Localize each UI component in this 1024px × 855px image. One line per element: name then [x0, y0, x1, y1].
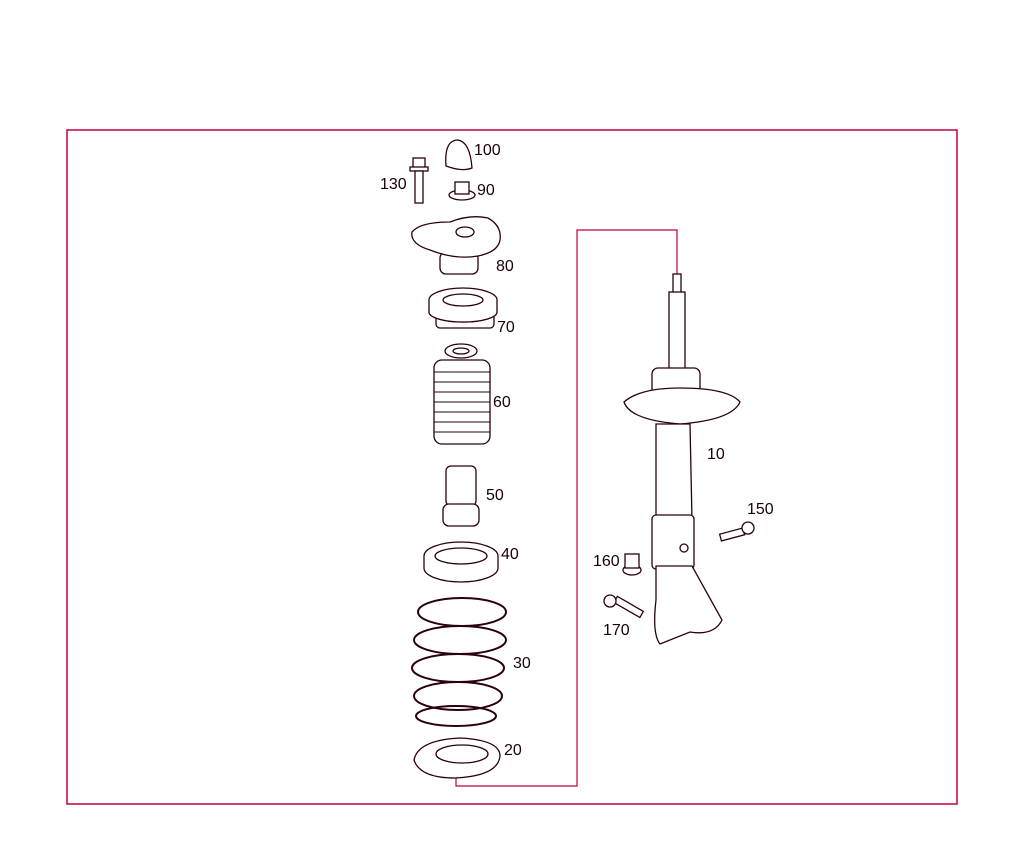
- diagram-frame: [66, 129, 958, 805]
- part-100-cap[interactable]: [445, 139, 473, 171]
- label-70: 70: [497, 319, 515, 336]
- part-50-bump-stop[interactable]: [442, 465, 480, 527]
- label-100: 100: [474, 142, 501, 159]
- label-150: 150: [747, 501, 774, 518]
- label-30: 30: [513, 655, 531, 672]
- part-60-dust-boot[interactable]: [433, 343, 491, 445]
- label-160: 160: [593, 553, 620, 570]
- part-160-nut[interactable]: [622, 553, 642, 576]
- label-60: 60: [493, 394, 511, 411]
- part-40-spring-pad[interactable]: [423, 541, 499, 583]
- label-90: 90: [477, 182, 495, 199]
- part-10-strut[interactable]: [623, 273, 741, 645]
- part-30-coil-spring[interactable]: [411, 597, 507, 727]
- label-10: 10: [707, 446, 725, 463]
- part-170-bolt[interactable]: [603, 594, 645, 619]
- label-130: 130: [380, 176, 407, 193]
- part-70-upper-spring-seat[interactable]: [428, 287, 498, 329]
- label-40: 40: [501, 546, 519, 563]
- part-90-nut[interactable]: [448, 181, 476, 201]
- part-80-strut-mount[interactable]: [411, 216, 501, 275]
- label-80: 80: [496, 258, 514, 275]
- assembly-connector-line: [455, 229, 678, 787]
- label-50: 50: [486, 487, 504, 504]
- part-130-bolt[interactable]: [409, 157, 429, 204]
- part-150-bolt[interactable]: [718, 521, 755, 542]
- part-20-lower-spring-seat[interactable]: [413, 737, 501, 779]
- label-170: 170: [603, 622, 630, 639]
- label-20: 20: [504, 742, 522, 759]
